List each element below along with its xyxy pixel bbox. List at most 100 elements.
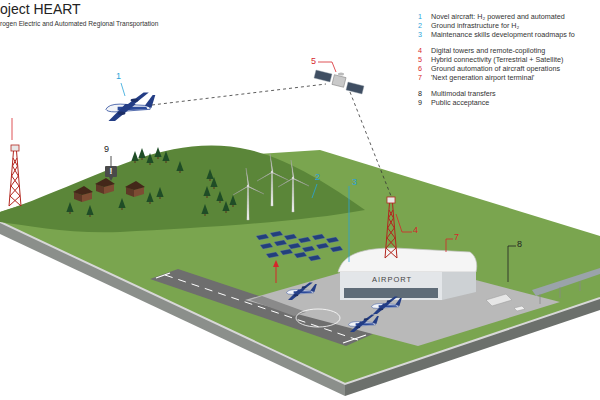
leader-line bbox=[446, 239, 453, 252]
solar-panel bbox=[270, 231, 283, 237]
tree bbox=[222, 201, 229, 213]
house bbox=[73, 186, 93, 202]
leader-line bbox=[12, 118, 13, 140]
control-tower bbox=[385, 197, 397, 258]
tree bbox=[176, 161, 183, 173]
flying-aircraft bbox=[106, 92, 155, 121]
list-number: 2 bbox=[418, 22, 422, 30]
satellite-panel bbox=[314, 70, 332, 82]
solar-panel bbox=[280, 249, 293, 255]
marker-pointer bbox=[109, 177, 113, 181]
arrow-head bbox=[273, 260, 279, 267]
list-text: Ground automation of aircraft operations bbox=[431, 65, 560, 73]
tree bbox=[162, 151, 169, 163]
house bbox=[95, 178, 115, 194]
callout-number: ! bbox=[105, 167, 117, 176]
callout-number: 2 bbox=[315, 173, 320, 183]
terminal-side bbox=[442, 272, 476, 300]
list-text: Novel aircraft: H₂ powered and automated bbox=[431, 13, 565, 21]
canopy-post bbox=[540, 281, 580, 304]
solar-panel bbox=[326, 237, 339, 243]
subtitle: rogen Electric and Automated Regional Tr… bbox=[0, 20, 158, 27]
terminal-wall bbox=[340, 272, 442, 300]
diagram-title: oject HEART bbox=[0, 2, 81, 17]
marker-box bbox=[105, 166, 117, 177]
car bbox=[514, 306, 525, 311]
solar-panel bbox=[284, 234, 297, 240]
terminal-glass bbox=[344, 288, 438, 298]
ground-rim bbox=[0, 222, 600, 384]
callout-number: 8 bbox=[517, 240, 522, 250]
solar-panel bbox=[330, 246, 343, 252]
wind-turbine bbox=[257, 154, 288, 206]
satellite-panel bbox=[346, 82, 364, 94]
list-number: 8 bbox=[418, 90, 422, 98]
signal-link bbox=[350, 92, 391, 196]
wind-turbine bbox=[233, 168, 264, 220]
tree bbox=[118, 198, 125, 210]
parked-aircraft bbox=[371, 296, 401, 314]
list-text: Hybrid connectivity (Terrestrial + Satel… bbox=[431, 56, 563, 64]
terminal-sign: AIRPORT bbox=[360, 274, 424, 285]
leader-line bbox=[318, 62, 336, 72]
solar-panel bbox=[302, 246, 315, 252]
canopy bbox=[532, 268, 600, 296]
leader-line bbox=[121, 83, 125, 96]
hill bbox=[0, 145, 365, 232]
callout-number: 5 bbox=[311, 57, 316, 67]
leader-line bbox=[312, 184, 317, 198]
parked-aircraft bbox=[286, 282, 316, 300]
tree bbox=[146, 192, 153, 204]
tree bbox=[229, 195, 236, 207]
satellite-dish bbox=[338, 73, 344, 76]
wind-turbine bbox=[278, 160, 309, 212]
list-text: Multimodal transfers bbox=[431, 90, 496, 98]
solar-panel bbox=[312, 234, 325, 240]
apron-marking bbox=[296, 309, 340, 327]
tree bbox=[203, 186, 210, 198]
list-number: 3 bbox=[418, 31, 422, 39]
terminal-roof bbox=[338, 248, 477, 272]
solar-panel bbox=[288, 243, 301, 249]
satellite bbox=[314, 70, 364, 94]
callout-number: 7 bbox=[454, 233, 459, 243]
list-number: 6 bbox=[418, 65, 422, 73]
tree bbox=[216, 191, 223, 203]
tree bbox=[138, 148, 145, 160]
solar-panel bbox=[308, 255, 321, 261]
callout-number: 9 bbox=[104, 145, 109, 155]
signal-link bbox=[152, 84, 326, 105]
node-text: AIRPORT bbox=[372, 276, 412, 284]
callout-number: 1 bbox=[116, 72, 121, 82]
satellite-body bbox=[332, 75, 346, 88]
list-text: Public acceptance bbox=[431, 99, 489, 107]
tree bbox=[210, 177, 217, 189]
solar-panel bbox=[294, 252, 307, 258]
tree bbox=[154, 147, 161, 159]
tree bbox=[206, 169, 213, 181]
list-number: 7 bbox=[418, 74, 422, 82]
tree bbox=[86, 205, 93, 217]
list-number: 9 bbox=[418, 99, 422, 107]
control-tower bbox=[9, 145, 21, 206]
list-number: 1 bbox=[418, 13, 422, 21]
callout-number: 4 bbox=[413, 226, 418, 236]
leader-line bbox=[396, 214, 412, 232]
list-number: 5 bbox=[418, 56, 422, 64]
house bbox=[125, 181, 145, 197]
tree bbox=[131, 151, 138, 163]
tree bbox=[66, 202, 73, 214]
solar-panel bbox=[316, 243, 329, 249]
callout-number: 3 bbox=[352, 178, 357, 188]
tree bbox=[146, 153, 153, 165]
list-text: Maintenance skills development roadmaps … bbox=[431, 31, 575, 39]
parked-aircraft bbox=[348, 314, 378, 332]
solar-panel bbox=[256, 234, 269, 240]
list-text: Digital towers and remote-copiloting bbox=[431, 47, 545, 55]
list-number: 4 bbox=[418, 47, 422, 55]
tree bbox=[201, 204, 208, 216]
leader-line bbox=[508, 246, 516, 282]
list-text: 'Next generation airport terminal' bbox=[431, 74, 534, 82]
